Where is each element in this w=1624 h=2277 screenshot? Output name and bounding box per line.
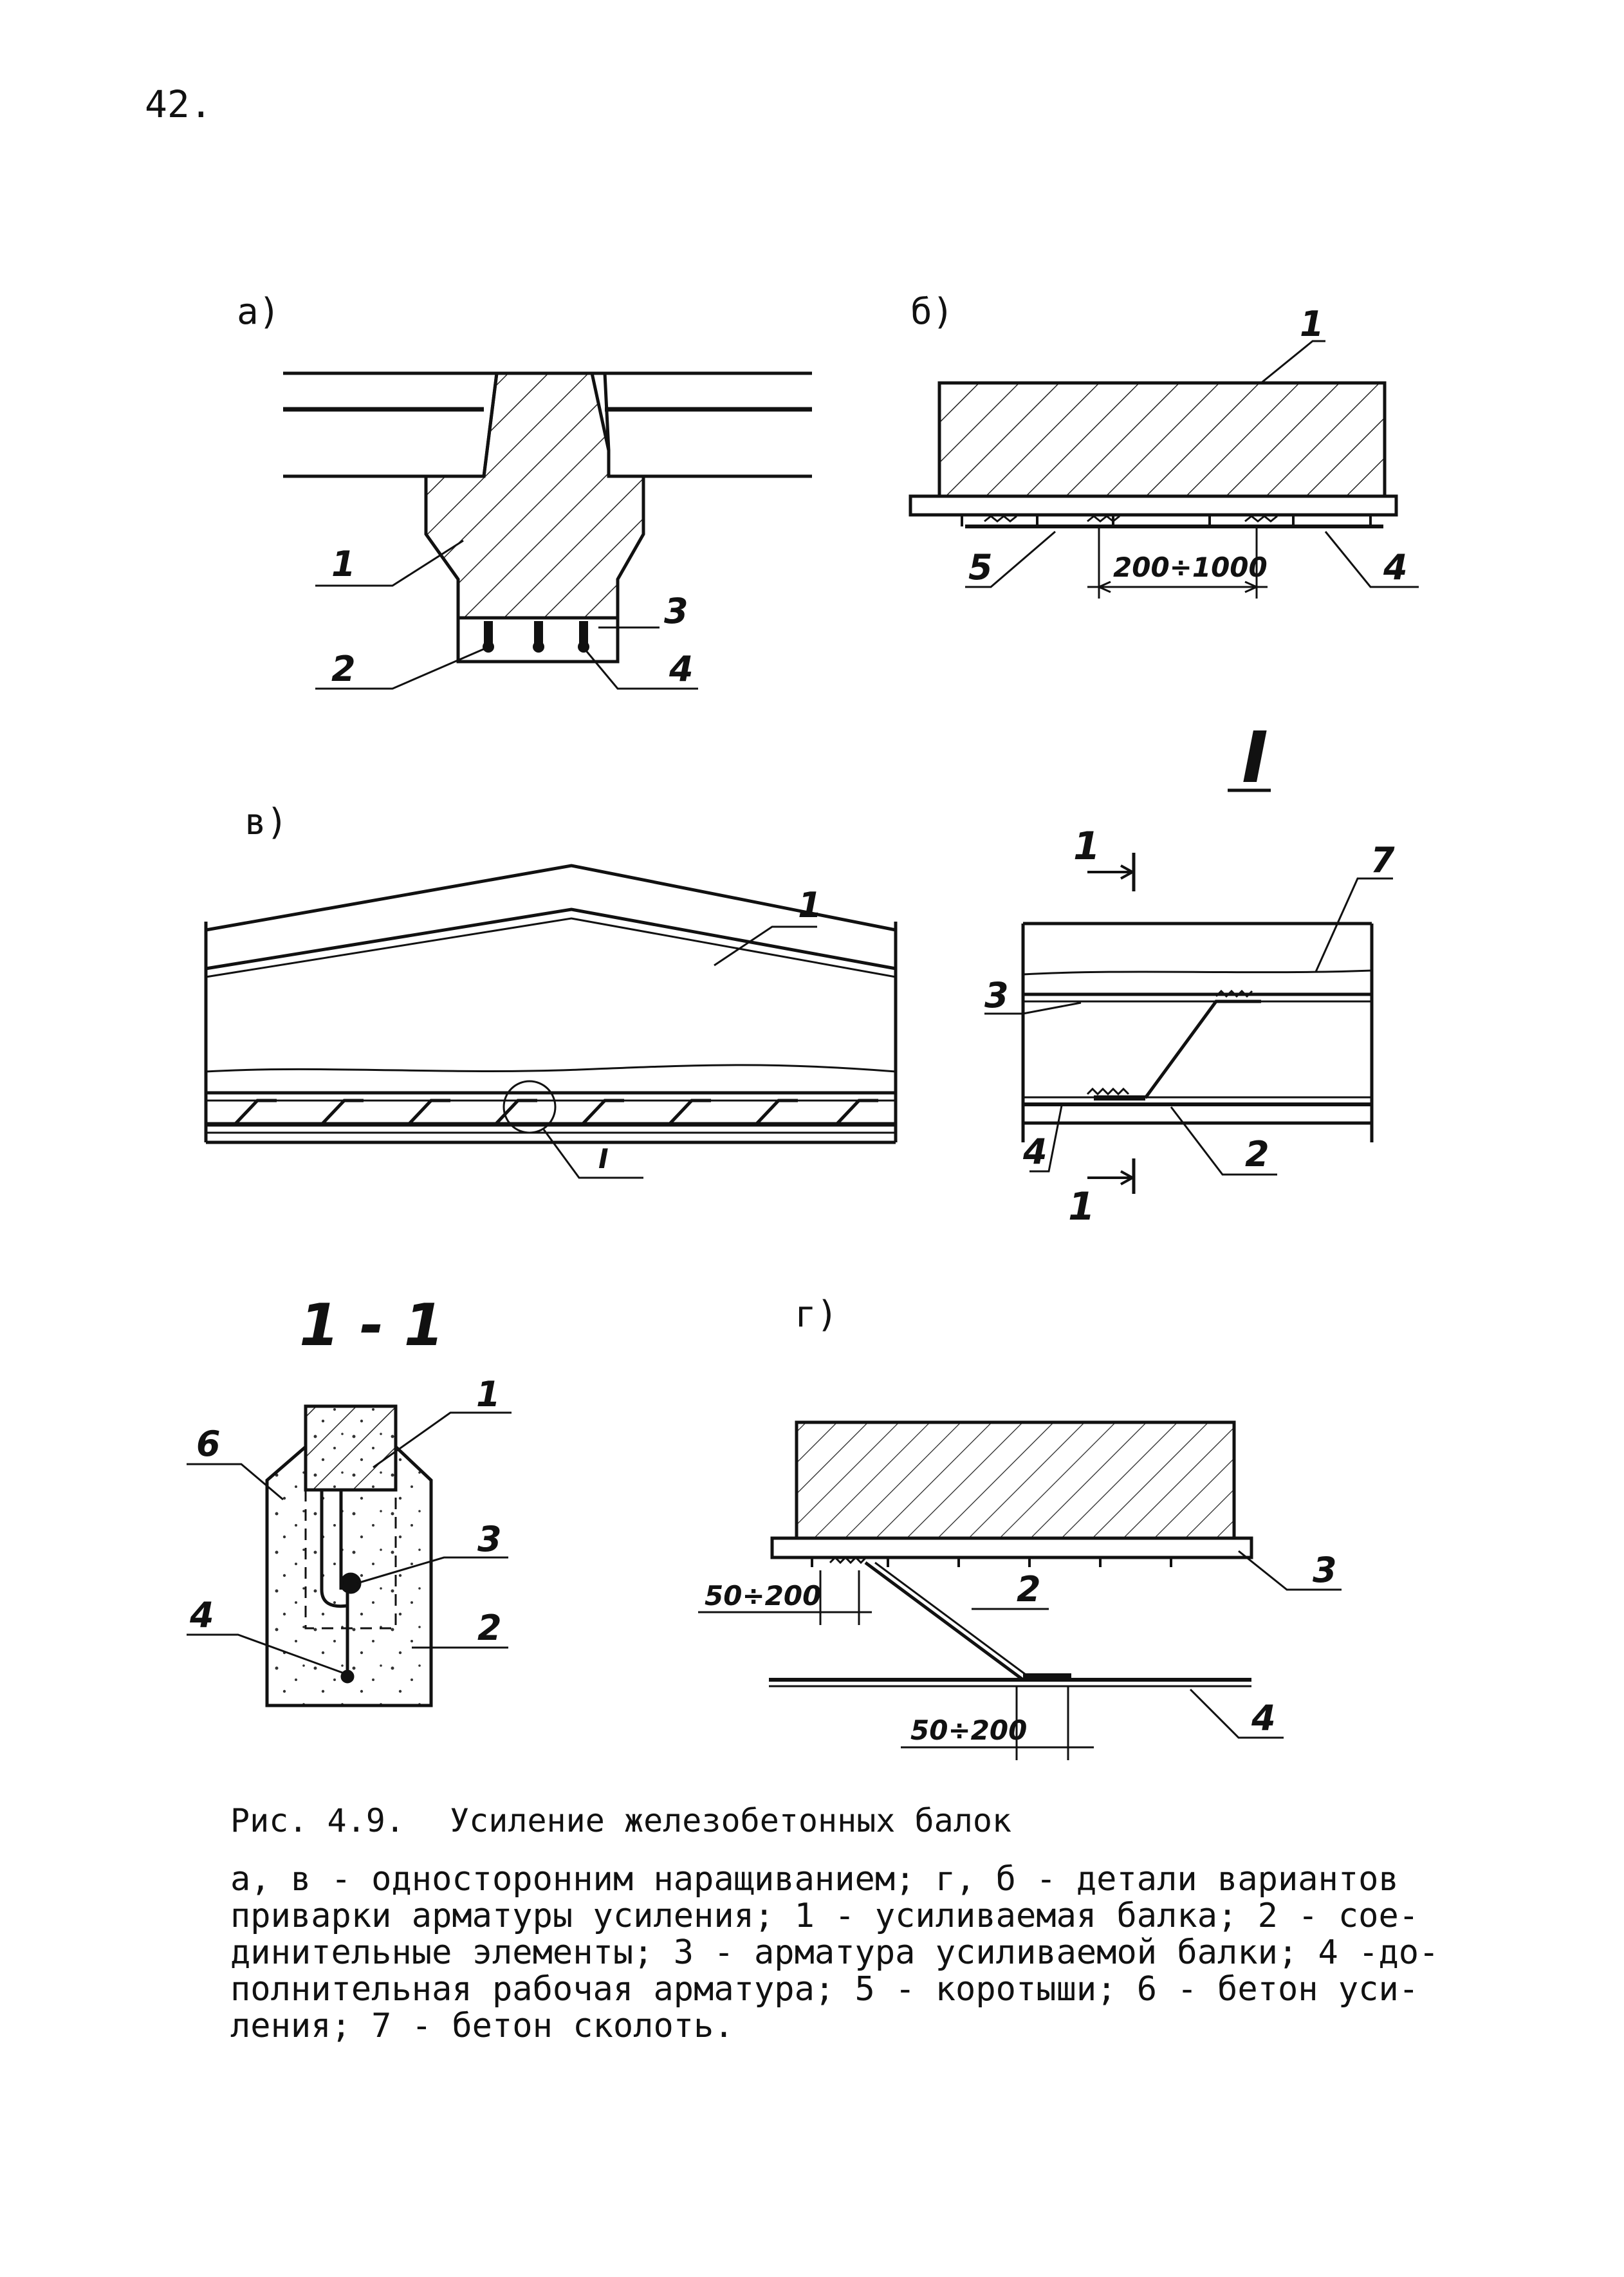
dimension-b-label: 200÷1000	[1113, 552, 1268, 583]
leaders-g	[972, 1550, 1342, 1739]
section-mark-bottom-label: 1	[1068, 1184, 1095, 1229]
detail-I-drawing	[984, 853, 1393, 1194]
callout-1-1-1: 1	[476, 1374, 501, 1415]
callout-v-1: 1	[798, 885, 822, 925]
callout-b-1: 1	[1300, 304, 1324, 344]
callout-I-7: 7	[1370, 840, 1395, 880]
connector-g	[864, 1561, 1024, 1682]
dimension-g-top	[698, 1570, 872, 1625]
section-mark-top	[1087, 853, 1136, 891]
detail-mark-I: I	[598, 1143, 609, 1175]
callout-g-4: 4	[1251, 1698, 1276, 1738]
connector-I	[1143, 999, 1261, 1099]
callout-1-1-3: 3	[477, 1519, 502, 1559]
panel-label-v: в)	[245, 801, 288, 843]
callout-1-1-6: 6	[196, 1424, 221, 1464]
detail-I-title: I	[1242, 716, 1268, 799]
section-mark-top-label: 1	[1073, 824, 1100, 869]
beam-top-chord	[205, 864, 896, 932]
welds-b	[984, 515, 1278, 523]
bar-3-g	[770, 1536, 1253, 1559]
callout-I-2: 2	[1245, 1134, 1269, 1175]
reinforcing-bar-b	[909, 494, 1398, 517]
slab-left	[283, 371, 499, 478]
callout-b-4: 4	[1383, 547, 1408, 588]
panel-b-drawing	[909, 340, 1419, 599]
callout-b-5: 5	[968, 547, 993, 588]
dimension-g-bottom	[901, 1686, 1094, 1760]
detail-circle-I	[503, 1080, 557, 1134]
panel-label-g: г)	[795, 1294, 838, 1335]
callout-1-1-2: 2	[477, 1608, 502, 1648]
leaders-a	[315, 539, 698, 690]
callout-a-4: 4	[669, 649, 694, 689]
callout-a-2: 2	[331, 649, 356, 689]
stirrup-dashed	[304, 1490, 397, 1630]
connectors-v	[234, 1099, 878, 1126]
slab-right	[592, 371, 812, 478]
beam-b	[937, 381, 1387, 498]
callout-g-3: 3	[1313, 1550, 1337, 1590]
dimension-b	[1087, 526, 1268, 599]
callout-a-3: 3	[664, 591, 688, 631]
callout-I-3: 3	[984, 975, 1009, 1016]
section-1-1-drawing	[187, 1404, 512, 1707]
figure-number: Рис. 4.9.	[230, 1802, 405, 1839]
figure-title: Усиление железобетонных балок	[450, 1802, 1012, 1839]
callout-g-2: 2	[1017, 1569, 1041, 1610]
leaders-b	[965, 340, 1419, 588]
beam-rib	[424, 371, 645, 620]
page-number: 42.	[145, 82, 212, 126]
leaders-1-1	[187, 1411, 512, 1675]
rebars-a	[483, 621, 589, 653]
dimension-g-bottom-label: 50÷200	[910, 1715, 1027, 1746]
section-mark-bottom	[1087, 1158, 1136, 1194]
panel-v-drawing	[204, 864, 898, 1179]
callout-1-1-4: 4	[189, 1595, 214, 1635]
callout-a-1: 1	[331, 544, 356, 584]
beam-rib-section	[304, 1404, 398, 1492]
figure-caption: Рис. 4.9. Усиление железобетонных балок	[230, 1802, 1011, 1839]
leaders-I	[984, 877, 1393, 1176]
dimension-g-top-label: 50÷200	[705, 1580, 821, 1612]
panel-g-drawing	[698, 1420, 1342, 1760]
figure-description: а, в - односторонним наращиванием; г, б …	[230, 1860, 1439, 2045]
beam-g	[795, 1420, 1236, 1540]
panel-label-a: а)	[237, 291, 281, 333]
panel-a-drawing	[283, 371, 812, 690]
callout-I-4: 4	[1022, 1131, 1047, 1172]
section-1-1-title: 1 - 1	[299, 1292, 444, 1359]
panel-label-b: б)	[910, 291, 954, 333]
